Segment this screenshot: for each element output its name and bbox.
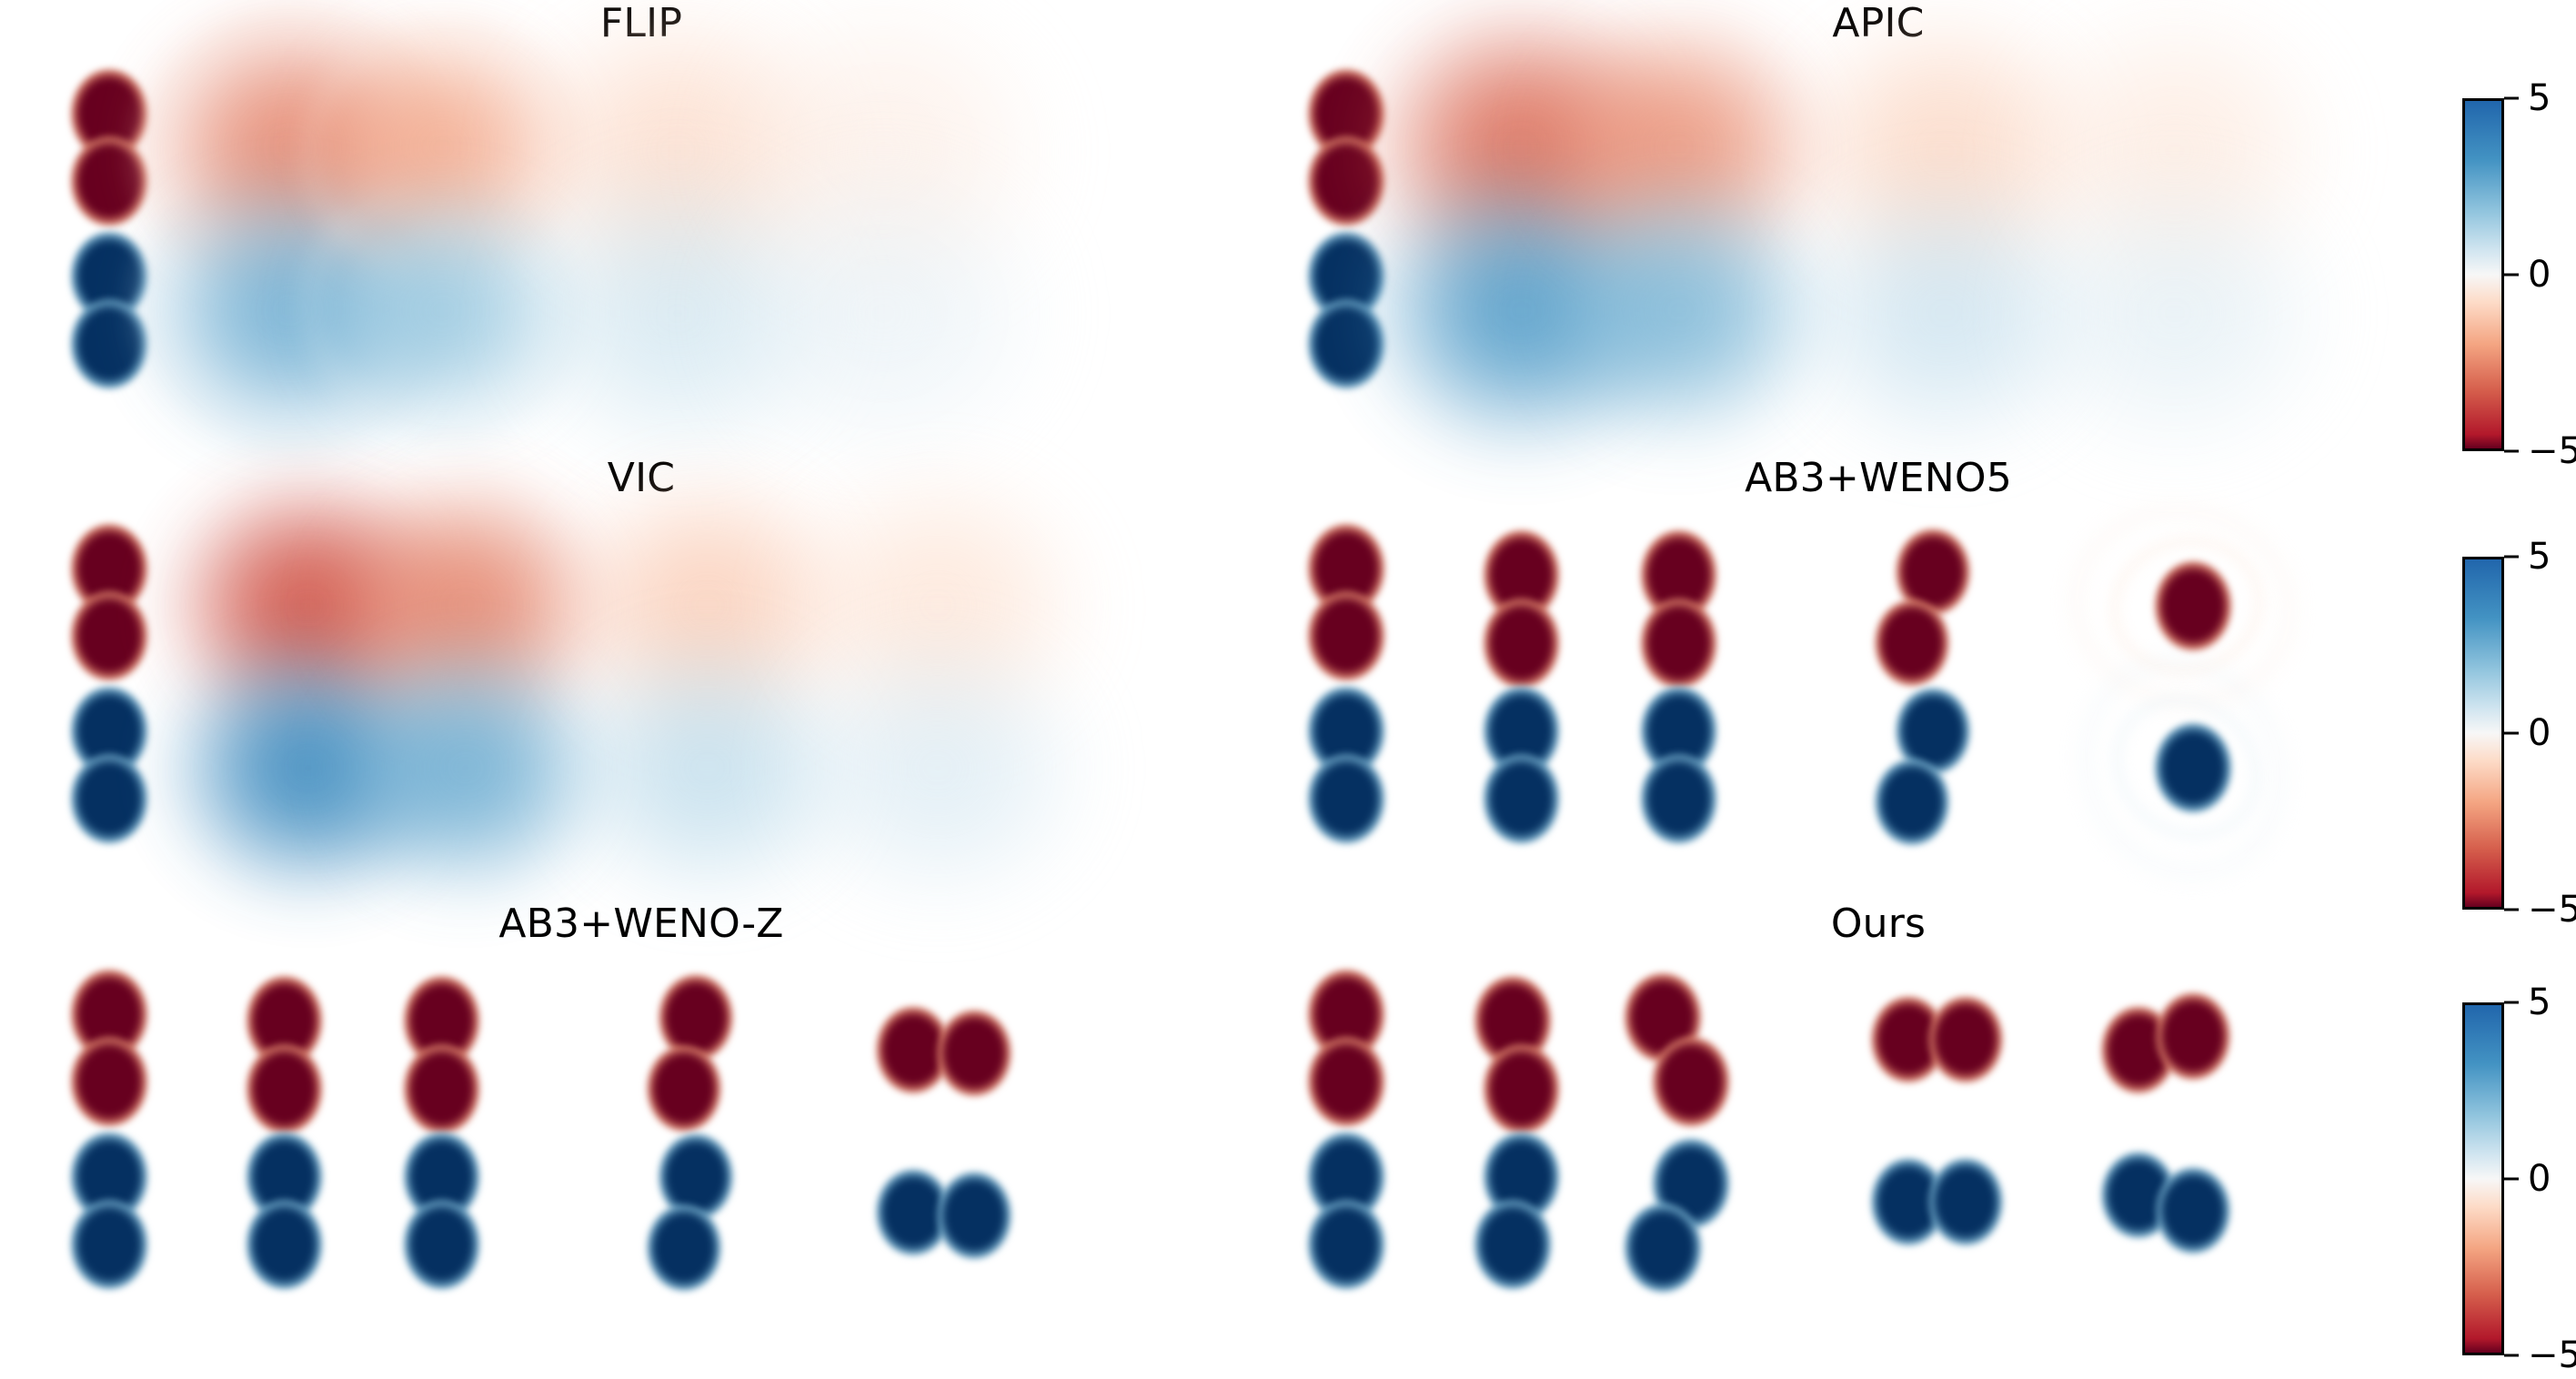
colorbar-bottom-tick-label: −5	[2528, 1334, 2576, 1376]
colorbar-top-tick	[2504, 449, 2519, 453]
colorbar-top-tick-label: 0	[2528, 254, 2551, 296]
vortex-blob	[2156, 1167, 2230, 1253]
colorbar-bottom-gradient	[2462, 1002, 2504, 1355]
panel-title-ab3weno5: AB3+WENO5	[1745, 455, 2012, 501]
frame-ab3weno5-t4	[1273, 485, 2483, 912]
colorbar-top-tick	[2504, 273, 2519, 277]
panel-title-ours: Ours	[1830, 901, 1927, 947]
vortex-blob	[876, 1006, 951, 1093]
vortex-blob	[2101, 1006, 2176, 1093]
colorbar-bottom-tick	[2504, 1354, 2519, 1357]
frame-vic-t4	[36, 464, 1246, 911]
vortex-blob	[2156, 992, 2230, 1080]
vortex-blob	[2154, 561, 2231, 650]
colorbar-middle-tick-label: −5	[2528, 889, 2576, 931]
panel-apic: APIC	[1273, 0, 2483, 459]
colorbar-middle-gradient	[2462, 557, 2504, 910]
vortex-blob	[781, 626, 1094, 911]
colorbar-middle-tick	[2504, 555, 2519, 559]
panel-ab3weno5: AB3+WENO5	[1273, 455, 2483, 912]
vortex-blob	[937, 1173, 1011, 1259]
panel-axes-ab3wenoz	[36, 953, 1246, 1292]
vortex-blob	[937, 1010, 1011, 1096]
frame-apic-t4	[1273, 5, 2483, 459]
colorbar-middle-tick-label: 5	[2528, 536, 2551, 578]
frame-ab3wenoz-t4	[36, 953, 1246, 1292]
vortex-filament-ring	[2086, 669, 2288, 868]
vortex-blob	[2015, 5, 2335, 297]
colorbar-top: 5 0 −5	[2462, 80, 2576, 469]
panel-title-flip: FLIP	[599, 0, 683, 46]
colorbar-middle-tick	[2504, 731, 2519, 735]
panel-title-vic: VIC	[607, 455, 676, 501]
vortex-blob	[876, 1169, 951, 1255]
colorbar-bottom-tick-label: 0	[2528, 1158, 2551, 1200]
vortex-blob	[713, 158, 1053, 468]
colorbar-bottom: 5 0 −5	[2462, 984, 2576, 1374]
vortex-blob	[2154, 723, 2231, 813]
panel-ours: Ours	[1273, 901, 2483, 1293]
vortex-filament-ring	[2045, 624, 2321, 912]
vortex-blob	[781, 464, 1094, 748]
vortex-blob	[2101, 1152, 2176, 1239]
panel-title-ab3wenoz: AB3+WENO-Z	[498, 901, 784, 947]
panel-flip: FLIP	[36, 0, 1246, 472]
panel-axes-ours	[1273, 953, 2483, 1293]
panel-vic: VIC	[36, 455, 1246, 911]
colorbar-top-gradient	[2462, 98, 2504, 451]
colorbar-bottom-tick-label: 5	[2528, 981, 2551, 1023]
panel-axes-apic	[1273, 5, 2483, 459]
vortex-filament-ring	[2097, 522, 2277, 690]
colorbar-middle-tick-label: 0	[2528, 712, 2551, 754]
colorbar-bottom-tick	[2504, 1177, 2519, 1181]
frame-flip-t4	[36, 0, 1246, 468]
colorbar-middle-tick	[2504, 908, 2519, 911]
frame-ours-t4	[1273, 953, 2483, 1292]
vortex-blob	[2015, 167, 2335, 459]
panel-ab3wenoz: AB3+WENO-Z	[36, 901, 1246, 1292]
colorbar-middle: 5 0 −5	[2462, 539, 2576, 928]
colorbar-top-tick-label: −5	[2528, 430, 2576, 472]
vortex-filament-ring	[2053, 485, 2314, 726]
panel-axes-ab3weno5	[1273, 485, 2483, 912]
panel-axes-vic	[36, 464, 1246, 911]
colorbar-top-tick-label: 5	[2528, 77, 2551, 119]
panel-title-apic: APIC	[1832, 0, 1925, 46]
colorbar-top-tick	[2504, 96, 2519, 100]
panel-axes-flip	[36, 0, 1246, 472]
colorbar-bottom-tick	[2504, 1001, 2519, 1004]
